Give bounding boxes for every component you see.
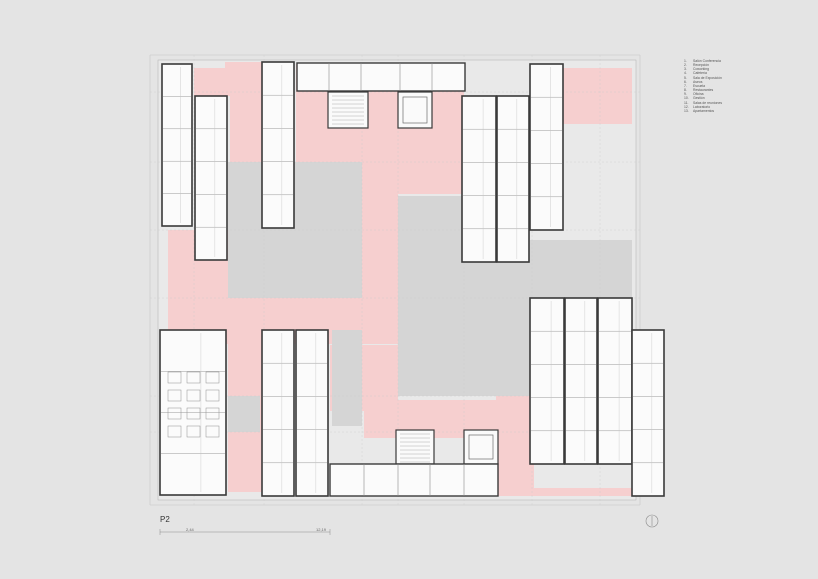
service-block	[329, 463, 499, 497]
circulation-zone	[498, 430, 534, 488]
desk	[186, 389, 201, 402]
legend-number: 8.	[684, 88, 687, 93]
level-label: P2	[160, 515, 170, 524]
legend-item: 12. Laboratorio	[684, 105, 722, 109]
circulation-zone	[560, 68, 632, 124]
legend-label: Oficina	[693, 92, 704, 97]
desk	[205, 407, 220, 420]
legend-number: 9.	[684, 92, 687, 97]
legend-number: 12.	[684, 104, 689, 109]
office-block	[295, 329, 329, 497]
elevator-car	[402, 96, 428, 124]
legend-item: 10. Gestión	[684, 96, 722, 100]
office-block	[194, 95, 228, 261]
desk	[205, 371, 220, 384]
legend-label: Laboratorio	[693, 104, 711, 109]
legend-number: 11.	[684, 100, 689, 105]
legend-label: Recepción	[693, 63, 710, 68]
legend-label: Restaurantes	[693, 88, 714, 93]
legend-number: 13.	[684, 108, 689, 113]
legend-number: 7.	[684, 83, 687, 88]
legend-label: Apartamentos	[693, 108, 715, 113]
legend-label: Aseos	[693, 79, 703, 84]
legend-label: Sala de Exposición	[693, 75, 722, 80]
legend-number: 10.	[684, 96, 689, 101]
courtyard-void	[332, 330, 362, 426]
desk	[205, 425, 220, 438]
desk	[167, 371, 182, 384]
desk	[167, 407, 182, 420]
office-block	[261, 61, 295, 229]
stair-core	[327, 91, 369, 129]
circulation-zone	[498, 488, 636, 496]
north-arrow	[645, 514, 659, 528]
legend-item: 7. Escuela	[684, 84, 722, 88]
legend-item: 5. Sala de Exposición	[684, 76, 722, 80]
elevator-core	[397, 91, 433, 129]
office-block	[461, 95, 497, 263]
courtyard-void	[530, 240, 632, 300]
office-block	[564, 297, 598, 465]
legend-label: Cafetería	[693, 71, 707, 76]
legend-item: 13. Apartamentos	[684, 109, 722, 113]
legend-number: 2.	[684, 63, 687, 68]
courtyard-void	[228, 396, 260, 432]
legend-number: 6.	[684, 79, 687, 84]
office-block	[631, 329, 665, 497]
room-legend: 1. Salón Conferencia 2. Recepción 3. Coworkin…	[684, 59, 722, 113]
stair-core	[395, 429, 435, 465]
legend-item: 2. Recepción	[684, 63, 722, 67]
legend-number: 1.	[684, 59, 687, 63]
circulation-zone	[230, 92, 266, 164]
legend-label: Coworking	[693, 67, 710, 72]
service-block	[296, 62, 466, 92]
office-block	[261, 329, 295, 497]
desk	[167, 425, 182, 438]
legend-item: 4. Cafetería	[684, 71, 722, 75]
elevator-car	[468, 434, 494, 460]
legend-item: 11. Salas de reuniones	[684, 101, 722, 105]
legend-number: 4.	[684, 71, 687, 76]
dimension-label-left: 2,44	[186, 527, 194, 532]
desk	[186, 371, 201, 384]
desk	[186, 425, 201, 438]
office-block	[496, 95, 530, 263]
circulation-zone	[228, 325, 264, 397]
legend-item: 1. Salón Conferencia	[684, 59, 722, 63]
legend-item: 8. Restaurantes	[684, 88, 722, 92]
office-block	[529, 297, 565, 465]
legend-item: 3. Coworking	[684, 67, 722, 71]
desk	[186, 407, 201, 420]
office-block	[597, 297, 633, 465]
legend-item: 6. Aseos	[684, 80, 722, 84]
desk	[167, 389, 182, 402]
circulation-zone	[225, 62, 265, 82]
desk	[205, 389, 220, 402]
office-block	[529, 63, 564, 231]
legend-label: Gestión	[693, 96, 705, 101]
legend-label: Salas de reuniones	[693, 100, 723, 105]
office-block	[161, 63, 193, 227]
legend-label: Escuela	[693, 83, 706, 88]
legend-number: 5.	[684, 75, 687, 80]
legend-label: Salón Conferencia	[693, 59, 721, 63]
legend-number: 3.	[684, 67, 687, 72]
dimension-label-right: 12,19	[316, 527, 327, 532]
legend-item: 9. Oficina	[684, 92, 722, 96]
